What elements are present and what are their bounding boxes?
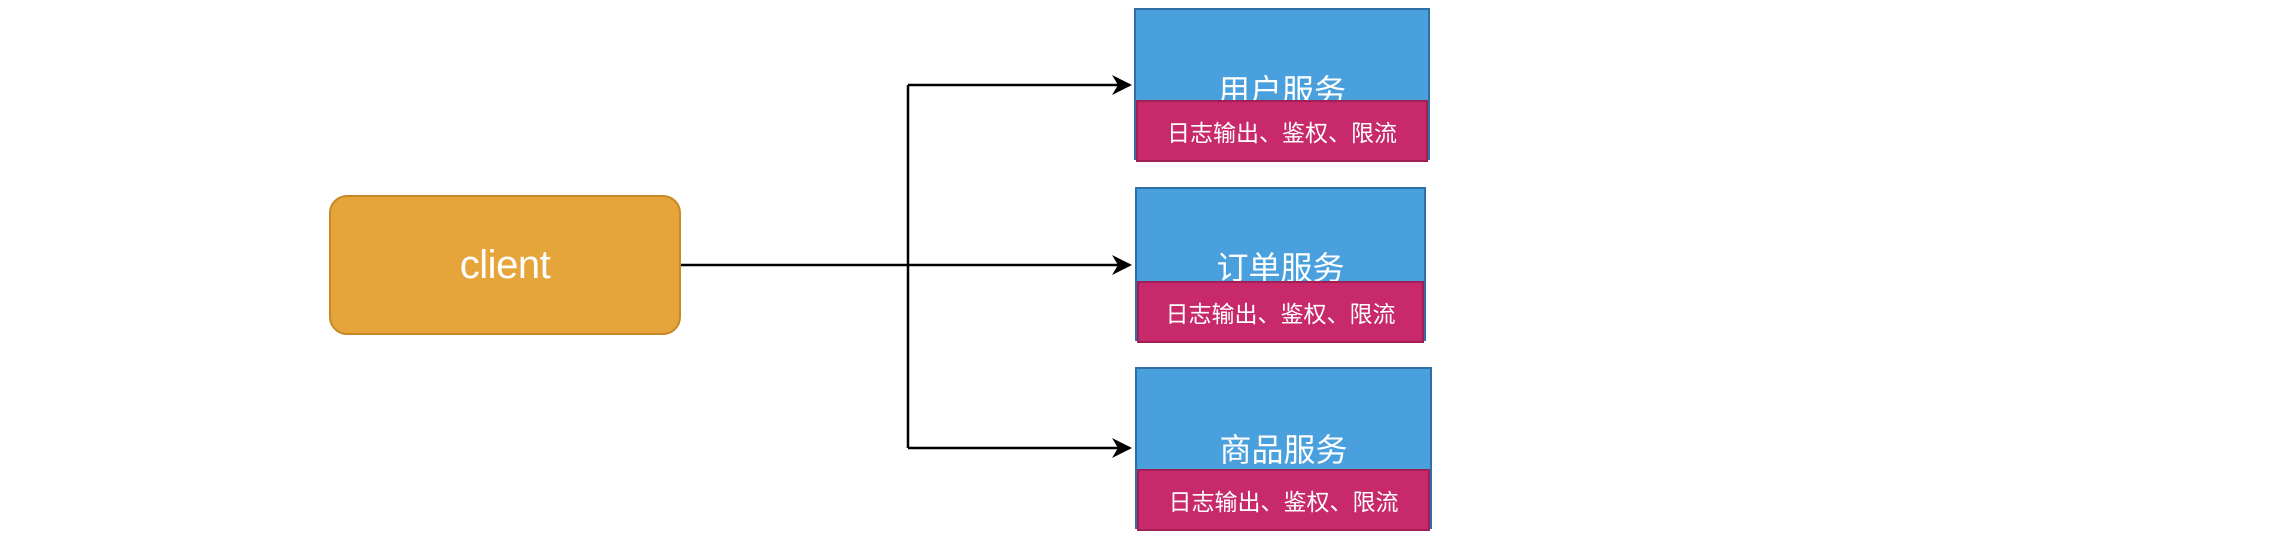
client-node[interactable]: client <box>329 195 681 335</box>
user-service-node[interactable]: 用户服务 日志输出、鉴权、限流 <box>1134 8 1430 162</box>
product-service-node[interactable]: 商品服务 日志输出、鉴权、限流 <box>1135 367 1432 531</box>
service-feature-bar: 日志输出、鉴权、限流 <box>1137 281 1424 343</box>
service-title: 订单服务 <box>1216 249 1345 287</box>
order-service-node[interactable]: 订单服务 日志输出、鉴权、限流 <box>1135 187 1426 343</box>
service-feature-bar: 日志输出、鉴权、限流 <box>1137 469 1430 531</box>
service-feature-bar: 日志输出、鉴权、限流 <box>1136 100 1428 162</box>
client-label: client <box>459 242 551 287</box>
service-title: 商品服务 <box>1219 431 1348 469</box>
